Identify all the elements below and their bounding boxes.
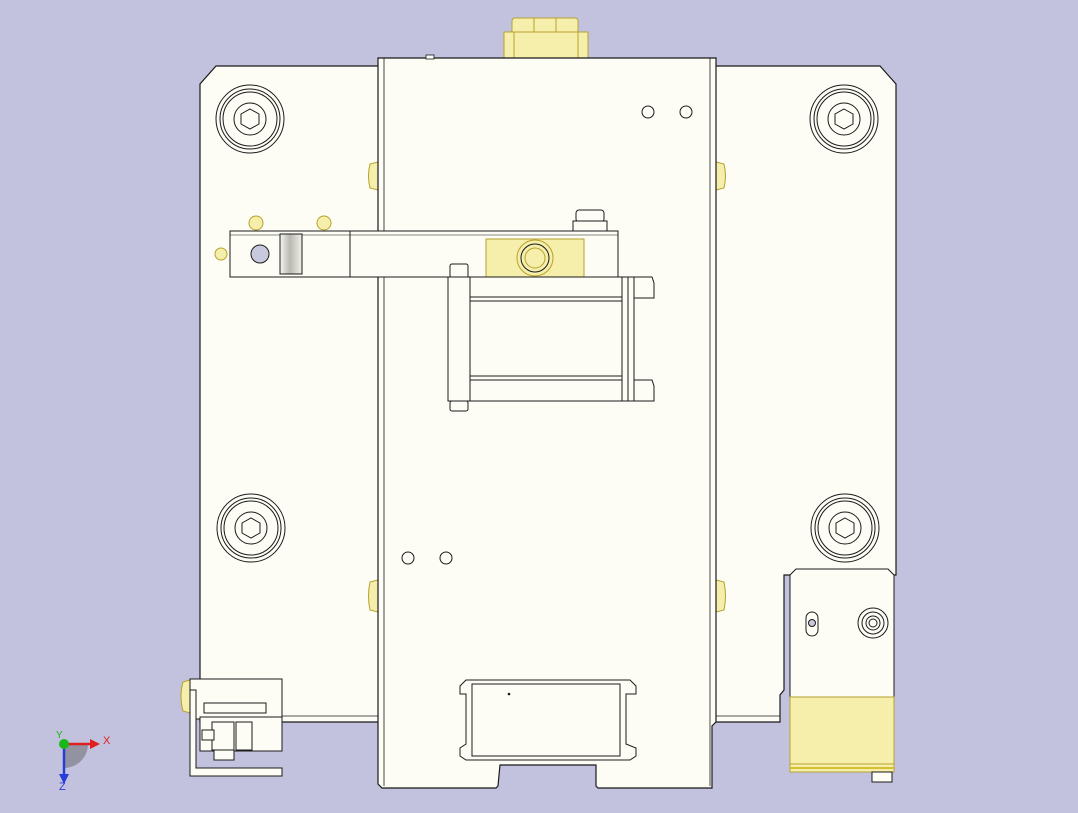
slide-holes — [401, 105, 693, 565]
y-axis-label: Y — [56, 730, 63, 741]
left-sensor-bracket — [189, 678, 283, 777]
cap-screw-top-right — [809, 84, 879, 154]
top-bolt — [503, 17, 589, 59]
cap-screw-bottom-left — [216, 493, 286, 563]
cap-screw-bottom-right — [810, 493, 880, 563]
right-bracket — [789, 568, 895, 783]
slide-plate — [377, 54, 717, 789]
lever-stop-bolt — [572, 209, 608, 232]
cap-screw-top-left — [215, 84, 285, 154]
x-axis-label: X — [103, 735, 111, 747]
cylinder-assembly — [447, 263, 655, 412]
slide-bottom-window — [459, 679, 637, 761]
x-axis-arrow-head — [90, 739, 100, 749]
z-axis-arrow-head — [59, 774, 69, 784]
y-axis-dot — [59, 739, 69, 749]
axis-triad[interactable]: X Y Z — [56, 730, 111, 793]
triad-shadow — [64, 744, 88, 768]
z-axis-label: Z — [59, 781, 66, 793]
lever-arm — [229, 230, 619, 278]
side-screw-tips — [180, 161, 726, 714]
dowel-pins — [214, 215, 332, 261]
